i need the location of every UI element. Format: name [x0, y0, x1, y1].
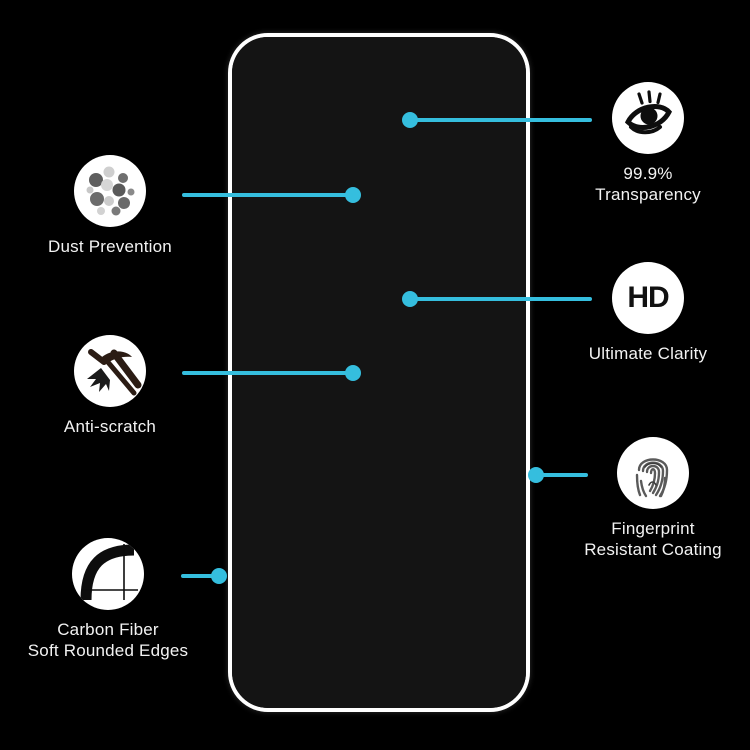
connector-line-transparency — [410, 118, 592, 122]
scratch-icon-glyph — [87, 349, 142, 396]
feature-fingerprint: Fingerprint Resistant Coating — [563, 437, 743, 560]
feature-edges: Carbon Fiber Soft Rounded Edges — [8, 538, 208, 661]
eye-icon — [612, 82, 684, 154]
dust-icon-glyph — [86, 166, 135, 216]
edges-icon-circle — [72, 538, 144, 610]
phone-outline — [228, 33, 530, 712]
feature-label-dust: Dust Prevention — [48, 237, 172, 256]
feature-label-fingerprint: Fingerprint Resistant Coating — [584, 519, 722, 559]
scratch-icon-circle — [74, 335, 146, 407]
dust-particles-icon — [74, 155, 146, 227]
feature-label-clarity: Ultimate Clarity — [588, 344, 708, 363]
connector-dot-edges — [211, 568, 227, 584]
fingerprint-icon-circle — [617, 437, 689, 509]
connector-line-dust — [182, 193, 353, 197]
edges-icon-glyph — [80, 544, 138, 601]
hd-icon-text: HD — [627, 281, 669, 314]
pickaxe-impact-icon — [74, 335, 146, 407]
connector-line-clarity — [410, 297, 592, 301]
connector-line-fingerprint — [536, 473, 588, 477]
feature-clarity: HD Ultimate Clarity — [563, 262, 733, 364]
rounded-corner-arc-icon — [72, 538, 144, 610]
feature-scratch: Anti-scratch — [25, 335, 195, 437]
feature-label-transparency: 99.9% Transparency — [595, 164, 701, 204]
feature-dust: Dust Prevention — [20, 155, 200, 257]
connector-line-scratch — [182, 371, 353, 375]
fingerprint-icon — [617, 437, 689, 509]
eye-icon-glyph — [624, 90, 673, 135]
connector-line-edges — [181, 574, 219, 578]
feature-label-edges: Carbon Fiber Soft Rounded Edges — [27, 620, 189, 660]
hd-icon-circle — [612, 262, 684, 334]
fingerprint-icon-glyph — [635, 458, 669, 498]
feature-transparency: 99.9% Transparency — [563, 82, 733, 205]
connector-dot-dust — [345, 187, 361, 203]
eye-icon-circle — [612, 82, 684, 154]
dust-icon-circle — [74, 155, 146, 227]
hd-icon: HD — [612, 262, 684, 334]
connector-dot-scratch — [345, 365, 361, 381]
feature-label-scratch: Anti-scratch — [63, 417, 157, 436]
